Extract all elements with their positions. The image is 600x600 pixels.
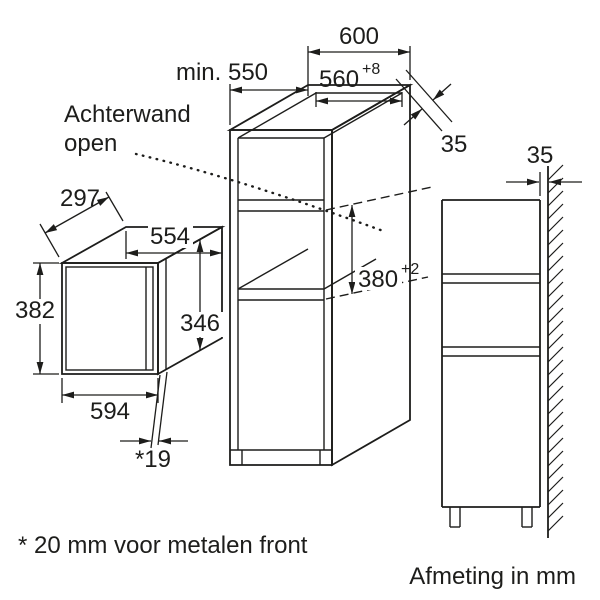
- dim-rear-clearance-label: 35: [441, 131, 468, 158]
- dim-niche-depth: min. 550: [176, 59, 308, 125]
- dim-niche-height-tolerance: +2: [401, 261, 419, 278]
- back-wall-label-line2: open: [64, 130, 117, 157]
- dim-oven-depth: 297: [39, 185, 124, 258]
- dim-oven-height: 382: [13, 262, 59, 375]
- dim-oven-height-label: 382: [15, 297, 55, 324]
- dim-oven-door-offset-label: *19: [135, 446, 171, 473]
- back-wall-annotation: Achterwand open: [64, 101, 388, 234]
- dim-niche-height-label: 380: [358, 266, 398, 293]
- niche-hidden-edge-bottom: [325, 276, 429, 300]
- dim-oven-front-height: 346: [177, 240, 223, 350]
- units-note: Afmeting in mm: [409, 563, 576, 590]
- oven-door-frame: [65, 266, 154, 371]
- dim-oven-front-width: 594: [61, 378, 159, 425]
- dim-oven-front-height-label: 346: [180, 310, 220, 337]
- dim-niche-depth-label: min. 550: [176, 59, 268, 86]
- dim-wall-clearance-label: 35: [527, 142, 554, 169]
- dim-oven-front-width-label: 594: [90, 398, 130, 425]
- back-wall-label-line1: Achterwand: [64, 101, 191, 128]
- back-wall-leader-dots: [134, 152, 388, 234]
- dim-oven-door-offset: *19: [120, 371, 188, 473]
- cabinet-perspective: [226, 83, 414, 467]
- dim-cabinet-width-label: 600: [339, 23, 379, 50]
- dim-niche-width: 560 +8: [315, 61, 403, 107]
- oven-isometric: [58, 225, 226, 376]
- cabinet-front-face: [229, 129, 333, 466]
- dim-rear-clearance: 35: [395, 69, 468, 158]
- wall-hatching: [547, 164, 564, 532]
- oven-right-face: [157, 225, 223, 376]
- dim-oven-depth-label: 297: [60, 185, 100, 212]
- oven-front-face: [61, 262, 159, 375]
- dim-niche-height: 380 +2: [325, 186, 433, 300]
- dim-niche-width-tolerance: +8: [362, 61, 380, 78]
- dim-oven-top-width: 554: [125, 223, 223, 259]
- footnote-text: * 20 mm voor metalen front: [18, 532, 308, 559]
- dim-niche-width-label: 560: [319, 66, 359, 93]
- oven-top-face: [58, 226, 226, 264]
- dim-oven-top-width-label: 554: [150, 223, 190, 250]
- dim-wall-clearance: 35: [506, 142, 582, 196]
- side-view: [441, 164, 564, 538]
- niche-hidden-edge-top: [325, 186, 433, 211]
